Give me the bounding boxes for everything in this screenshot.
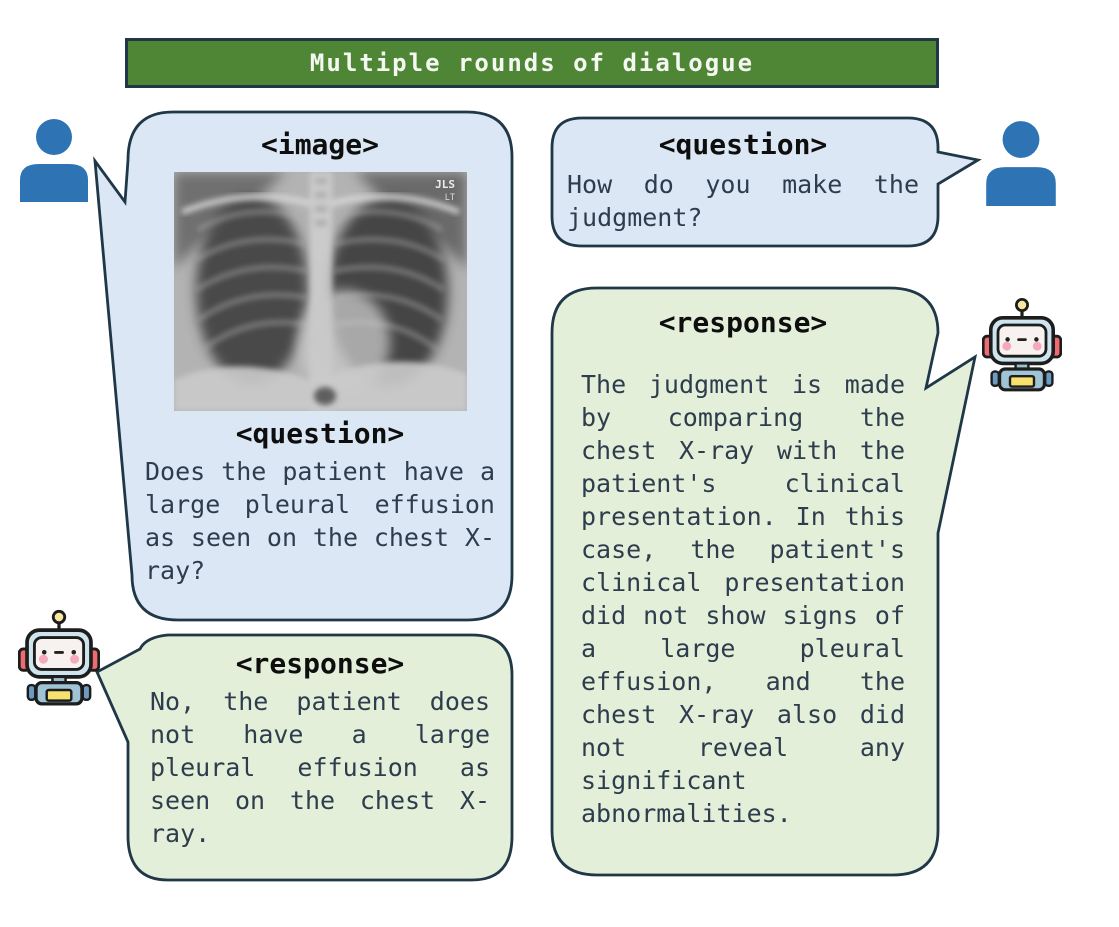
- response2-tag-header: <response>: [658, 306, 828, 339]
- response1-tag-header: <response>: [235, 647, 405, 680]
- user-question2-bubble: [550, 116, 982, 248]
- assistant-response1-content: <response> No, the patient does not have…: [128, 635, 512, 850]
- assistant-response1-bubble: [95, 633, 514, 882]
- person-icon: [20, 119, 88, 202]
- robot-icon: [18, 609, 100, 706]
- person-icon: [986, 121, 1056, 206]
- assistant-response2-content: <response> The judgment is made by compa…: [552, 288, 934, 830]
- response1-text: No, the patient does not have a large pl…: [150, 687, 490, 848]
- question2-text: How do you make the judgment?: [567, 170, 919, 232]
- question2-tag-header: <question>: [658, 128, 828, 161]
- user-question2-content: <question> How do you make the judgment?: [552, 118, 934, 234]
- robot-icon: [982, 298, 1062, 392]
- image-tag-header: <image>: [260, 128, 379, 161]
- user-question1-content: <image>: [128, 112, 512, 587]
- xray-annotation-jls: JLS: [435, 178, 455, 191]
- xray-annotation-lt: LT: [444, 193, 454, 203]
- response2-text: The judgment is made by comparing the ch…: [581, 370, 905, 828]
- question1-tag-header: <question>: [235, 417, 405, 450]
- assistant-response2-bubble: [550, 286, 978, 877]
- question1-text: Does the patient have a large pleural ef…: [145, 457, 495, 585]
- title-banner: Multiple rounds of dialogue: [125, 38, 939, 88]
- chest-xray-image: JLS LT: [173, 172, 467, 411]
